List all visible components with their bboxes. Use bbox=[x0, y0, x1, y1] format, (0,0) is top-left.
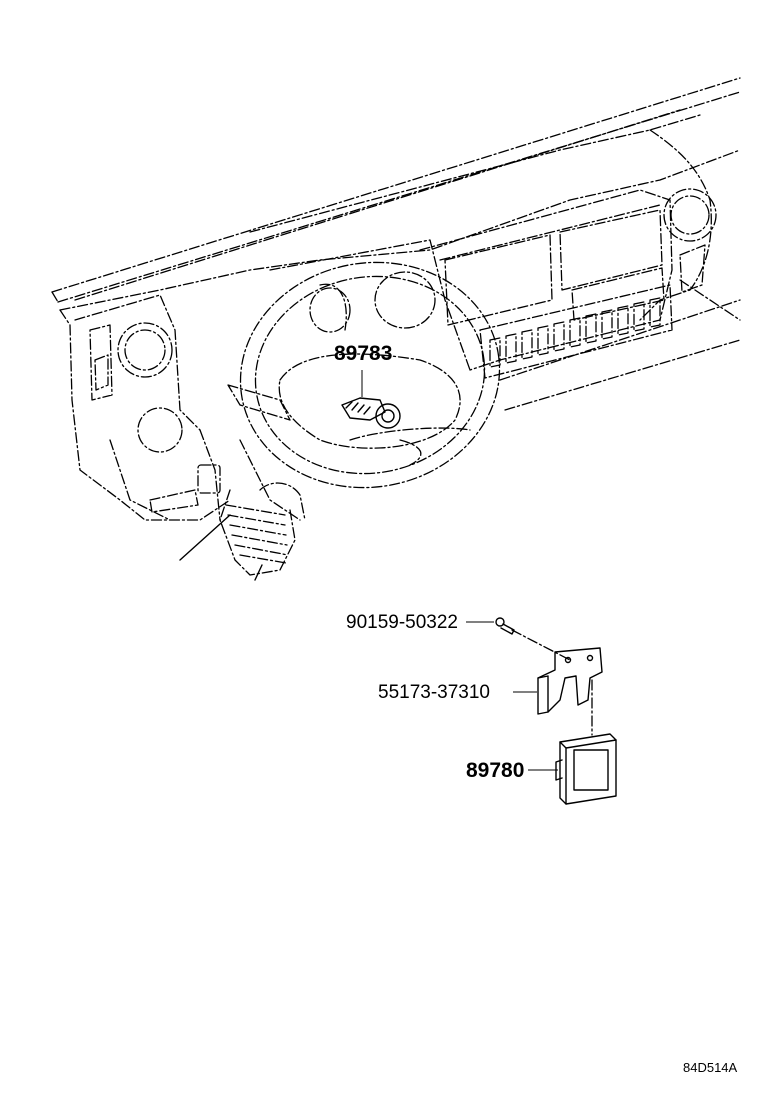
ecu-illustration bbox=[528, 733, 617, 805]
left-gauges bbox=[89, 322, 221, 513]
vent-slots bbox=[489, 297, 661, 368]
steering-wheel bbox=[239, 261, 501, 489]
steering-column bbox=[179, 384, 306, 581]
instrument-cluster bbox=[269, 239, 471, 371]
part-label-89780: 89780 bbox=[466, 759, 524, 782]
dashboard-outline bbox=[51, 77, 741, 521]
part-label-55173-37310: 55173-37310 bbox=[378, 682, 490, 703]
diagram-code: 84D514A bbox=[683, 1060, 738, 1075]
part-label-89783: 89783 bbox=[334, 342, 392, 365]
screw-illustration bbox=[466, 617, 571, 661]
bracket-illustration bbox=[513, 647, 603, 736]
part-label-90159-50322: 90159-50322 bbox=[346, 612, 458, 633]
right-gauges bbox=[663, 188, 717, 293]
center-panel bbox=[444, 209, 673, 379]
part-89783-illustration bbox=[341, 370, 401, 429]
